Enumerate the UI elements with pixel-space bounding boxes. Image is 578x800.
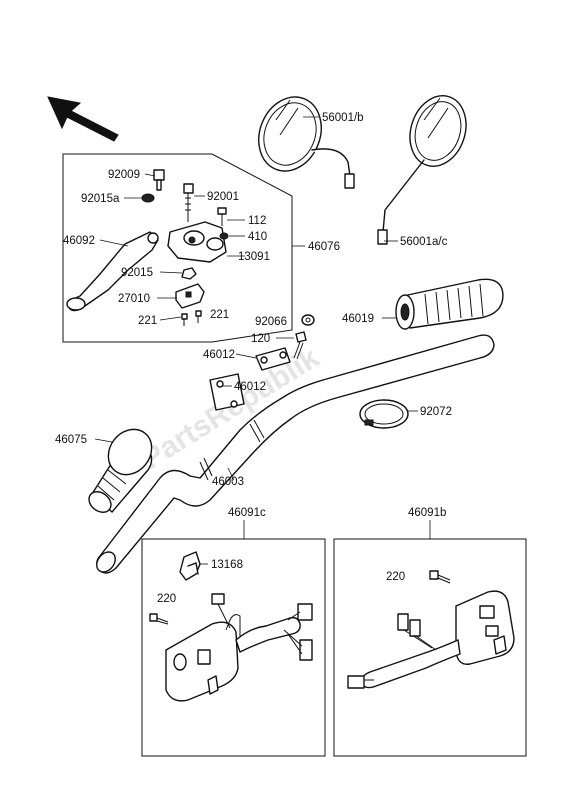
washer-410 [219, 232, 229, 240]
left-grip [88, 428, 153, 513]
label-13091: 13091 [238, 251, 270, 263]
label-92066: 92066 [255, 316, 287, 328]
screws-221 [181, 310, 202, 326]
leader-46092 [99, 239, 129, 247]
master-cylinder-body [167, 221, 227, 263]
label-221a: 221 [138, 315, 157, 327]
label-46003: 46003 [212, 476, 244, 488]
leader-46003 [227, 467, 235, 481]
wire-harness-right [347, 613, 461, 689]
bleeder-92009 [153, 169, 165, 191]
label-410: 410 [248, 231, 267, 243]
clamp-92072 [359, 399, 409, 429]
leader-221a [159, 316, 182, 321]
label-120: 120 [251, 333, 270, 345]
leader-46075 [94, 438, 113, 443]
label-46092: 46092 [63, 235, 95, 247]
throttle-grip [395, 278, 504, 330]
screw-112 [217, 207, 227, 226]
brake-lever [66, 231, 159, 312]
leader-92015 [159, 271, 183, 274]
label-46076: 46076 [308, 241, 340, 253]
direction-arrow [47, 96, 119, 142]
label-56001b: 56001/b [322, 112, 364, 124]
label-46091c: 46091c [228, 507, 266, 519]
mirror-right [377, 95, 467, 245]
label-92009: 92009 [108, 169, 140, 181]
screw-220-left [149, 613, 169, 625]
holder-upper [255, 347, 291, 371]
label-46012a: 46012 [203, 349, 235, 361]
clip-13168 [179, 551, 201, 581]
label-92001: 92001 [207, 191, 239, 203]
switch-box-left [141, 538, 326, 757]
mirror-left [258, 96, 355, 189]
label-112: 112 [248, 215, 266, 227]
label-92015a: 92015a [81, 193, 120, 205]
label-46075: 46075 [55, 434, 87, 446]
bolt-92001 [183, 183, 194, 222]
label-27010: 27010 [118, 293, 150, 305]
leader-46012a [235, 353, 257, 359]
switch-housing-right [455, 590, 515, 665]
master-cylinder-box [62, 153, 293, 343]
label-221b: 221 [210, 309, 229, 321]
label-92072: 92072 [420, 406, 452, 418]
label-220b: 220 [386, 571, 405, 583]
handlebar [96, 334, 495, 574]
label-220a: 220 [157, 593, 176, 605]
wire-harness-left [211, 593, 313, 661]
switch-housing-left [165, 614, 241, 702]
screw-220-right [429, 570, 451, 584]
washer-92066 [301, 314, 315, 326]
label-56001ac: 56001a/c [400, 236, 448, 248]
label-46019: 46019 [342, 313, 374, 325]
label-46012b: 46012 [234, 381, 266, 393]
bolt-120 [293, 331, 307, 360]
label-13168: 13168 [211, 559, 243, 571]
label-92015: 92015 [121, 267, 153, 279]
cap-92015a [141, 193, 155, 203]
leader-92009 [144, 173, 156, 177]
switch-27010 [175, 283, 205, 309]
holder-lower [209, 373, 245, 411]
nut-92015 [181, 267, 197, 280]
label-46091b: 46091b [408, 507, 446, 519]
